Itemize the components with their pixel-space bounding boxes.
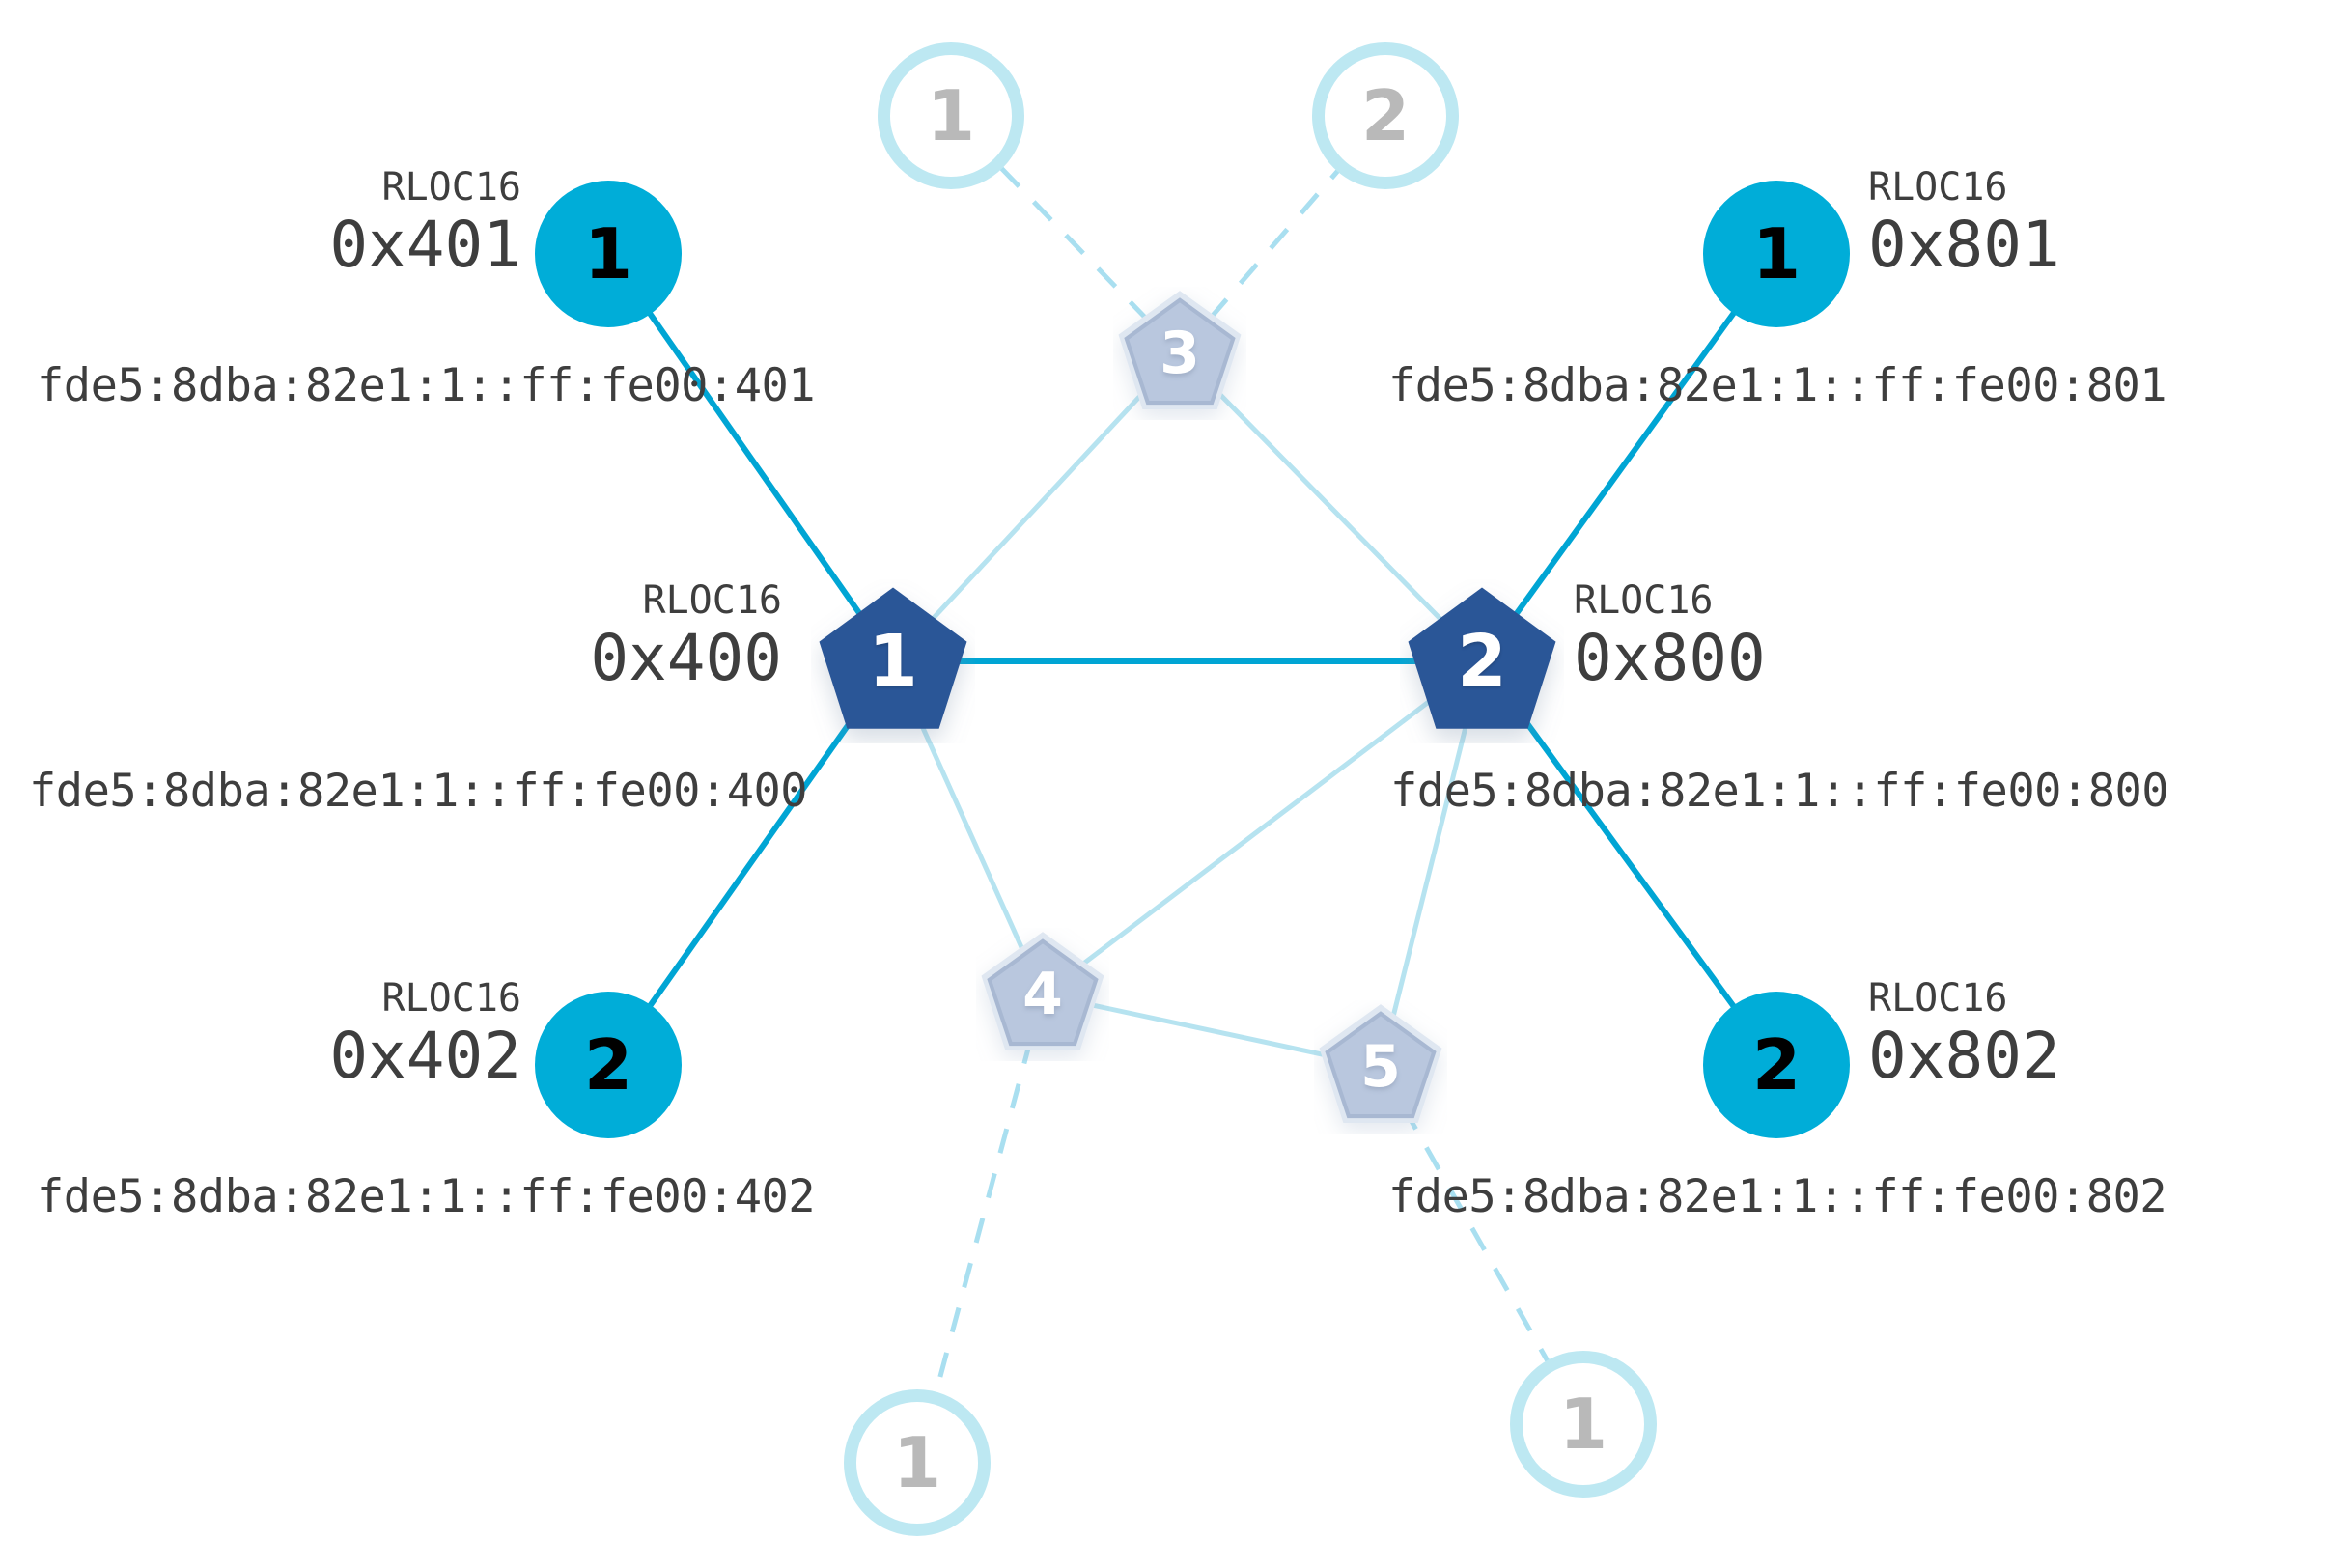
rloc-label-0x802: RLOC16 0x802: [1868, 977, 2060, 1092]
router-label-3: 3: [1160, 320, 1200, 387]
edge-r2-c802: [1479, 659, 1779, 1067]
rloc16-value: 0x801: [1868, 207, 2060, 282]
ipv6-address-0x801: fde5:8dba:82e1:1::ff:fe00:801: [1388, 359, 2167, 412]
pentagon-shape: [981, 932, 1104, 1050]
rloc-label-0x401: RLOC16 0x401: [0, 166, 521, 281]
router-node-4[interactable]: 4: [976, 928, 1109, 1061]
child-node-0x801[interactable]: 1: [1703, 181, 1850, 327]
edge-r2-r5: [1378, 660, 1485, 1068]
child-label-0x801: 1: [1751, 213, 1802, 294]
rloc16-caption: RLOC16: [381, 976, 522, 1021]
rloc16-value: 0x402: [329, 1018, 521, 1093]
router-node-3[interactable]: 3: [1113, 287, 1246, 420]
ghost-label-2: 2: [1360, 75, 1411, 156]
ghost-child-top-left[interactable]: 1: [878, 42, 1024, 189]
router-label-2: 2: [1457, 620, 1507, 703]
ghost-child-bottom-right[interactable]: 1: [1510, 1351, 1657, 1498]
ghost-label-1: 1: [1558, 1384, 1608, 1465]
ipv6-address-0x402: fde5:8dba:82e1:1::ff:fe00:402: [37, 1170, 816, 1223]
ipv6-address-0x802: fde5:8dba:82e1:1::ff:fe00:802: [1388, 1170, 2167, 1223]
ipv6-address-0x800: fde5:8dba:82e1:1::ff:fe00:800: [1390, 765, 2169, 818]
pentagon-shape: [1319, 1004, 1442, 1123]
ghost-child-top-right[interactable]: 2: [1312, 42, 1459, 189]
router-node-2[interactable]: 2: [1400, 579, 1564, 743]
pentagon-shape: [1118, 291, 1242, 409]
edge-r1-c401: [605, 252, 896, 663]
edge-r3-g2: [1178, 114, 1387, 355]
ghost-child-bottom-left[interactable]: 1: [844, 1389, 991, 1536]
edge-r2-c801: [1479, 252, 1779, 663]
edge-r1-c402: [605, 659, 896, 1067]
child-label-0x401: 1: [583, 213, 633, 294]
router-label-4: 4: [1022, 961, 1063, 1028]
rloc16-value: 0x400: [590, 620, 782, 695]
ghost-label-1: 1: [892, 1422, 942, 1503]
router-label-1: 1: [868, 620, 918, 703]
ipv6-address-0x400: fde5:8dba:82e1:1::ff:fe00:400: [29, 765, 808, 818]
rloc16-value: 0x800: [1574, 620, 1766, 695]
ghost-label-1: 1: [926, 75, 976, 156]
rloc16-value: 0x401: [329, 207, 521, 282]
router-node-1[interactable]: 1: [811, 579, 975, 743]
edge-r4-g3: [914, 994, 1046, 1464]
pentagon-shape: [1408, 587, 1556, 729]
rloc16-caption: RLOC16: [1868, 976, 2008, 1021]
child-node-0x402[interactable]: 2: [535, 992, 682, 1138]
rloc16-caption: RLOC16: [1574, 578, 1714, 623]
router-node-5[interactable]: 5: [1314, 1000, 1447, 1134]
ipv6-address-0x401: fde5:8dba:82e1:1::ff:fe00:401: [37, 359, 816, 412]
router-label-5: 5: [1360, 1033, 1401, 1101]
child-node-0x802[interactable]: 2: [1703, 992, 1850, 1138]
rloc16-caption: RLOC16: [381, 165, 522, 210]
child-label-0x402: 2: [583, 1024, 633, 1106]
strong-edges: [605, 252, 1779, 1067]
rloc16-caption: RLOC16: [1868, 165, 2008, 210]
edge-r2-r4: [1041, 659, 1484, 996]
child-node-0x401[interactable]: 1: [535, 181, 682, 327]
edge-r1-r3: [891, 351, 1182, 663]
rloc16-caption: RLOC16: [642, 578, 783, 623]
pentagon-shape: [819, 587, 967, 729]
edge-r3-g1: [949, 114, 1182, 355]
edge-r2-r3: [1178, 351, 1484, 663]
rloc16-value: 0x802: [1868, 1018, 2060, 1093]
rloc-label-0x400: RLOC16 0x400: [270, 579, 782, 694]
rloc-label-0x402: RLOC16 0x402: [0, 977, 521, 1092]
rloc-label-0x800: RLOC16 0x800: [1574, 579, 1766, 694]
rloc-label-0x801: RLOC16 0x801: [1868, 166, 2060, 281]
child-label-0x802: 2: [1751, 1024, 1802, 1106]
